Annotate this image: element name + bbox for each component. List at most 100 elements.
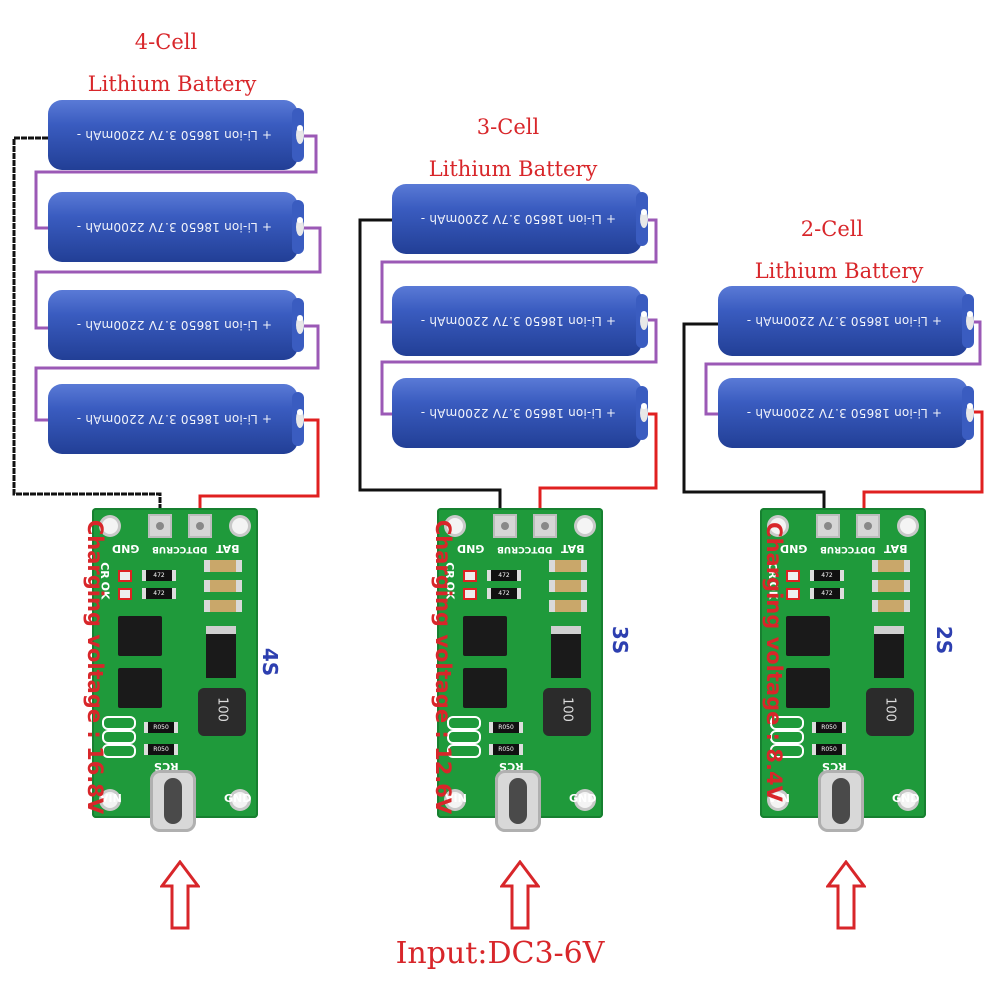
input-arrow-2s (826, 860, 866, 930)
led-ok (463, 588, 477, 600)
capacitor-array (102, 744, 136, 758)
capacitor-array (770, 744, 804, 758)
wire-purple-4s-1 (34, 134, 318, 230)
capacitor (549, 600, 587, 612)
capacitor-array (102, 716, 136, 730)
pad-gnd (493, 514, 517, 538)
silk-model: DDTCCRUB (152, 544, 208, 554)
capacitor-array (102, 730, 136, 744)
capacitor-array (447, 716, 481, 730)
capacitor (549, 560, 587, 572)
led-ok (118, 588, 132, 600)
battery-cell-label: + Li-ion 18650 3.7V 2200mAh - (420, 406, 616, 420)
mount-hole (232, 792, 248, 808)
ic-chip (786, 616, 830, 656)
wire-red-2s (862, 410, 984, 512)
resistor-472: 472 (810, 588, 844, 599)
resistor-r050: R050 (144, 744, 178, 755)
resistor-472: 472 (487, 588, 521, 599)
charging-voltage-3s: Charging voltage : 12.6V (431, 519, 456, 815)
silk-bat: BAT (561, 542, 585, 555)
ic-chip (463, 616, 507, 656)
pad-bat (533, 514, 557, 538)
wire-black-3s (358, 218, 502, 512)
wire-black-4s (12, 136, 162, 514)
wire-purple-4s-3 (34, 324, 320, 422)
group-2s-title-line1: 2-Cell (800, 217, 864, 241)
capacitor-array (447, 744, 481, 758)
silk-gnd: GND (112, 542, 140, 555)
battery-cell: + Li-ion 18650 3.7V 2200mAh - (718, 378, 976, 448)
resistor-r050: R050 (489, 722, 523, 733)
silk-vin: VIN (100, 792, 122, 805)
usb-c-port (495, 770, 541, 832)
resistor-r050: R050 (489, 744, 523, 755)
inductor: 100 (198, 688, 246, 736)
capacitor-array (770, 730, 804, 744)
ic-chip (118, 616, 162, 656)
group-3s-title-line2: Lithium Battery (428, 157, 598, 181)
input-arrow-4s (160, 860, 200, 930)
input-arrow-3s (500, 860, 540, 930)
battery-cell-label: + Li-ion 18650 3.7V 2200mAh - (76, 318, 272, 332)
led-cr (118, 570, 132, 582)
wire-purple-3s-2 (380, 318, 658, 416)
series-label-2s: 2S (932, 625, 957, 655)
mount-hole (102, 518, 118, 534)
resistor-r050: R050 (144, 722, 178, 733)
silk-bat: BAT (884, 542, 908, 555)
mount-hole (447, 792, 463, 808)
input-voltage-label: Input:DC3-6V (395, 936, 605, 971)
wire-purple-2s (704, 320, 982, 416)
pad-gnd (148, 514, 172, 538)
silk-vin: VIN (445, 792, 467, 805)
resistor-472: 472 (142, 588, 176, 599)
mount-hole (770, 792, 786, 808)
group-2s-title-line2: Lithium Battery (754, 259, 924, 283)
battery-cell: + Li-ion 18650 3.7V 2200mAh - (392, 286, 650, 356)
mount-hole (447, 518, 463, 534)
silk-model: DDTCCRUB (820, 544, 876, 554)
group-4s-title-line2: Lithium Battery (87, 72, 257, 96)
charging-voltage-2s: Charging voltage : 8.4V (761, 522, 786, 802)
capacitor (204, 580, 242, 592)
battery-cell-label: + Li-ion 18650 3.7V 2200mAh - (76, 128, 272, 142)
pad-gnd (816, 514, 840, 538)
battery-cell: + Li-ion 18650 3.7V 2200mAh - (718, 286, 976, 356)
silk-gnd-bottom: GND (224, 792, 252, 805)
battery-cell-label: + Li-ion 18650 3.7V 2200mAh - (76, 220, 272, 234)
battery-cell-label: + Li-ion 18650 3.7V 2200mAh - (420, 314, 616, 328)
diode (206, 626, 236, 678)
wire-purple-3s-1 (380, 218, 658, 324)
mount-hole (900, 518, 916, 534)
group-3s-title-line1: 3-Cell (476, 115, 540, 139)
capacitor (549, 580, 587, 592)
battery-cell: + Li-ion 18650 3.7V 2200mAh - (392, 184, 650, 254)
wire-red-3s (538, 412, 658, 512)
battery-cell: + Li-ion 18650 3.7V 2200mAh - (48, 100, 306, 170)
charging-voltage-4s: Charging voltage : 16.8V (83, 519, 108, 815)
capacitor (204, 600, 242, 612)
wire-black-2s (682, 322, 826, 512)
capacitor (872, 600, 910, 612)
silk-bat: BAT (216, 542, 240, 555)
capacitor (872, 560, 910, 572)
inductor: 100 (543, 688, 591, 736)
battery-cell-label: + Li-ion 18650 3.7V 2200mAh - (746, 406, 942, 420)
ic-chip (118, 668, 162, 708)
mount-hole (102, 792, 118, 808)
capacitor (872, 580, 910, 592)
capacitor-array (447, 730, 481, 744)
resistor-r050: R050 (812, 744, 846, 755)
capacitor (204, 560, 242, 572)
silk-model: DDTCCRUB (497, 544, 553, 554)
ic-chip (463, 668, 507, 708)
silk-gnd: GND (457, 542, 485, 555)
battery-cell-label: + Li-ion 18650 3.7V 2200mAh - (746, 314, 942, 328)
resistor-r050: R050 (812, 722, 846, 733)
inductor: 100 (866, 688, 914, 736)
led-ok (786, 588, 800, 600)
led-cr (463, 570, 477, 582)
mount-hole (577, 792, 593, 808)
